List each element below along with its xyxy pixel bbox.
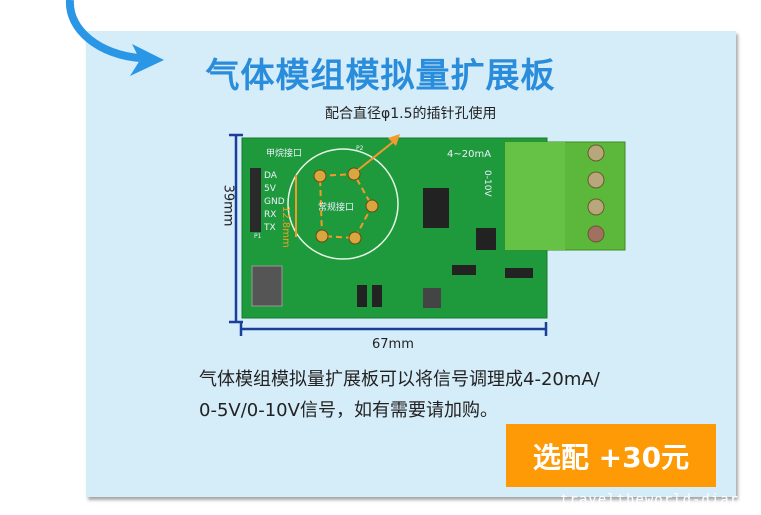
curved-arrow-icon [65, 0, 164, 76]
height-dimension-line [229, 133, 548, 336]
svg-text:4~20mA: 4~20mA [447, 149, 491, 160]
svg-text:TX: TX [263, 223, 276, 233]
chip [423, 188, 449, 228]
svg-text:RX: RX [264, 210, 276, 220]
page-title: 气体模组模拟量扩展板 [205, 56, 556, 96]
svg-text:常规接口: 常规接口 [318, 201, 354, 213]
inductor [251, 265, 283, 307]
svg-text:DA: DA [264, 171, 278, 181]
option-add-button[interactable]: 选配 +30元 [506, 424, 716, 487]
svg-text:5V: 5V [264, 184, 277, 194]
height-dimension: 39mm [220, 184, 236, 227]
width-dimension: 67mm [372, 337, 414, 352]
svg-text:P2: P2 [356, 145, 364, 152]
pin-note: 配合直径φ1.5的插针孔使用 [325, 106, 497, 122]
description: 气体模组模拟量扩展板可以将信号调理成4-20mA/ 0-5V/0-10V信号，如… [199, 369, 600, 421]
svg-text:P1: P1 [254, 233, 262, 240]
svg-text:GND: GND [264, 197, 285, 207]
inductor-2 [423, 288, 441, 308]
svg-text:12.8mm: 12.8mm [280, 206, 291, 248]
watermark: traveltheworld-diary [560, 492, 749, 508]
svg-text:0-10V: 0-10V [482, 170, 492, 197]
svg-text:甲烷接口: 甲烷接口 [266, 147, 302, 159]
standard-port-outline [287, 148, 399, 260]
